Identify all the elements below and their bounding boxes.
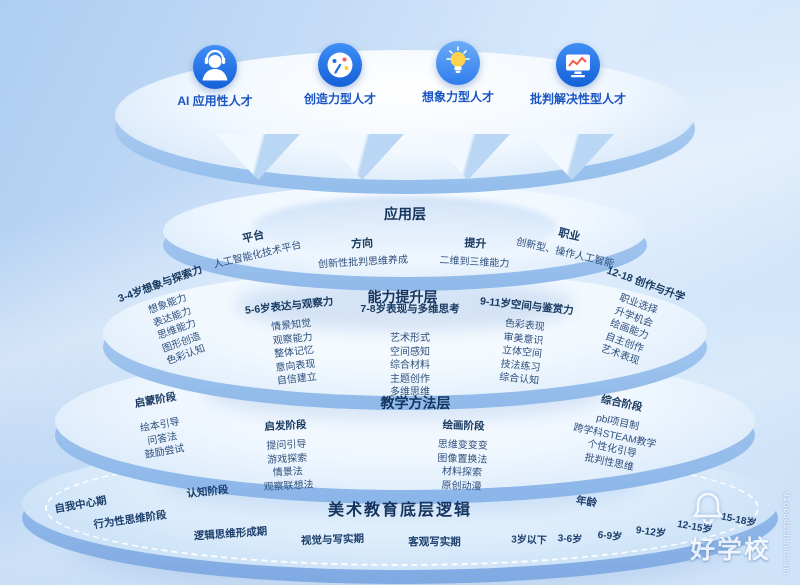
watermark-brand: 好学校 <box>690 536 772 564</box>
ability-item: 空间感知 <box>390 346 430 358</box>
ability-group-7-8: 7-8岁表现与多维思考 艺术形式 空间感知 综合材料 主题创作 多维思维 <box>345 301 475 400</box>
age-range: 9-12岁 <box>635 524 667 541</box>
teaching-group-inspire: 启发阶段 提问引导 游戏探索 情景法 观察联想法 <box>230 415 344 496</box>
teaching-group-title: 绘画阶段 <box>442 419 485 433</box>
application-inner-ellipse <box>253 196 557 258</box>
age-axis-label: 年龄 <box>575 494 598 510</box>
critical-talent-icon <box>555 42 601 88</box>
teaching-layer-title: 教学方法层 <box>380 395 451 411</box>
imagination-talent-icon <box>435 40 481 86</box>
application-layer-title: 应用层 <box>384 206 426 222</box>
ability-item: 综合材料 <box>390 360 430 371</box>
stage-label: 视觉与写实期 <box>300 532 365 548</box>
ability-item: 艺术形式 <box>390 333 430 344</box>
ability-group-12-18: 12-18 创作与升学 职业选择 升学机会 绘画能力 自主创作 艺术表现 <box>566 258 700 381</box>
ability-layer-title: 能力提升层 <box>367 289 438 305</box>
talent-label: 创造力型人才 <box>303 92 376 106</box>
stage-label: 认知阶段 <box>186 483 230 501</box>
watermark: 好学校 91goodschool.com <box>672 488 797 580</box>
ability-disk <box>103 270 707 410</box>
age-range: 3-6岁 <box>557 533 583 546</box>
teaching-group-title: 启发阶段 <box>264 418 307 434</box>
age-range: 3岁以下 <box>510 534 547 547</box>
talent-label: AI 应用性人才 <box>177 94 253 108</box>
ability-item: 主题创作 <box>390 373 430 385</box>
ability-item: 多维思维 <box>390 387 430 398</box>
teaching-group-painting: 绘画阶段 思维变变变 图像置换法 材料探索 原创动漫 <box>404 416 522 495</box>
application-entry-detail: 二维到三维能力 <box>439 255 510 270</box>
ability-group-title: 7-8岁表现与多维思考 <box>360 303 460 315</box>
stage-label: 逻辑思维形成期 <box>193 525 268 543</box>
stage-label: 客观写实期 <box>408 536 461 548</box>
application-entry: 方向 创新性批判思维养成 <box>299 232 426 271</box>
talent-label: 批判解决性型人才 <box>529 92 626 106</box>
teaching-item: 原创动漫 <box>441 479 482 493</box>
creativity-talent-icon <box>317 42 363 88</box>
talent-label: 想象力型人才 <box>421 90 494 104</box>
base-layer-title: 美术教育底层逻辑 <box>327 502 472 519</box>
ability-group-5-6: 5-6岁表达与观察力 情景知觉 观察能力 整体记忆 意向表现 自信建立 <box>234 292 353 392</box>
age-range: 6-9岁 <box>597 529 623 544</box>
ability-group-3-4: 3-4岁想象与探索力 想象能力 表达能力 思维能力 图形创造 色彩认知 <box>106 258 240 381</box>
ai-talent-icon <box>192 44 238 90</box>
ability-group-9-11: 9-11岁空间与鉴赏力 色彩表现 审美意识 立体空间 技法练习 综合认知 <box>464 292 583 392</box>
watermark-bell-icon <box>692 492 724 525</box>
teaching-group-comprehensive: 综合阶段 pbl项目制 跨学科STEAM教学 个性化引导 批判性思维 <box>542 382 690 483</box>
watermark-url: 91goodschool.com <box>782 492 791 576</box>
teaching-group-enlighten: 启蒙阶段 绘本引导 问答法 鼓励尝试 <box>100 383 220 469</box>
